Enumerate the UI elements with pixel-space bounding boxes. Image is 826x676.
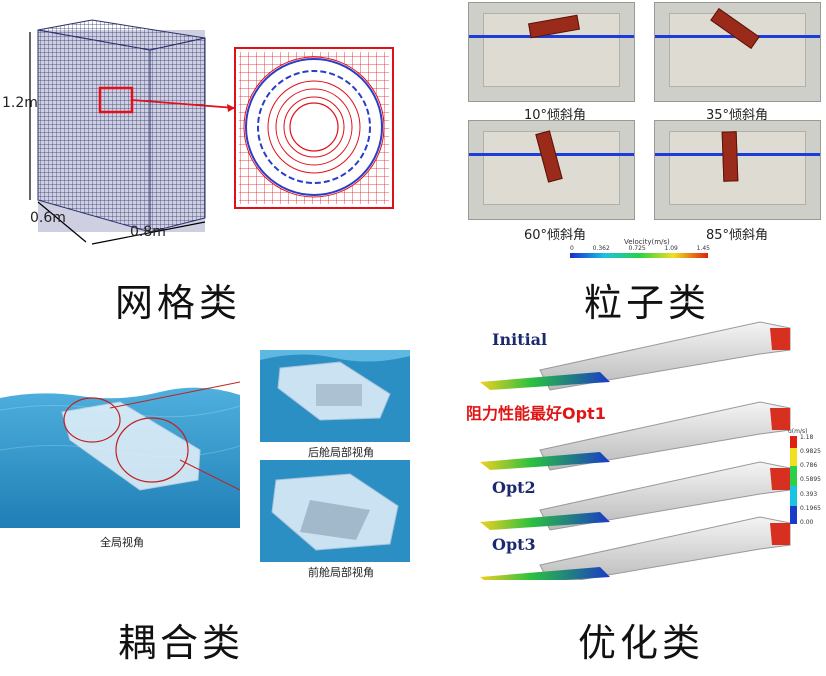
optimization-quadrant: Initial 阻力性能最好Opt1 Opt2 Opt3 u(m/s) 1.18… <box>460 320 826 676</box>
u-tick: 0.1965 <box>800 504 821 512</box>
u-tick: 0.393 <box>800 490 818 498</box>
particle-quadrant: 10°倾斜角 35°倾斜角 60°倾斜角 85°倾斜角 Velocity(m/s… <box>466 0 826 325</box>
velocity-tick: 0 <box>570 245 574 252</box>
u-tick: 0.00 <box>800 518 814 526</box>
velocity-tick: 1.09 <box>664 245 678 252</box>
mesh-depth-label: 0.6m <box>30 210 66 226</box>
velocity-tick: 0.725 <box>628 245 646 252</box>
particle-panel-60 <box>468 120 635 220</box>
particle-label-10: 10°倾斜角 <box>524 108 587 123</box>
particle-category-title: 粒子类 <box>584 281 711 325</box>
stern-view-label: 后舱局部视角 <box>308 446 374 459</box>
hull-label-opt1: 阻力性能最好Opt1 <box>466 404 606 423</box>
velocity-colorbar-title: Velocity(m/s) <box>624 238 670 246</box>
velocity-tick: 0.362 <box>592 245 610 252</box>
velocity-colorbar <box>570 253 708 258</box>
coupling-category-title: 耦合类 <box>118 621 245 665</box>
u-tick: 0.786 <box>800 462 818 470</box>
bow-view-label: 前舱局部视角 <box>308 566 374 579</box>
hull-label-opt2: Opt2 <box>492 478 536 497</box>
hull-label-initial: Initial <box>492 330 548 349</box>
particle-label-35: 35°倾斜角 <box>706 108 769 123</box>
global-view-label: 全局视角 <box>100 536 144 549</box>
u-colorbar-title: u(m/s) <box>788 428 808 435</box>
mesh-height-label: 1.2m <box>2 95 38 111</box>
particle-label-60: 60°倾斜角 <box>524 228 587 243</box>
u-colorbar-ticks: 1.18 0.9825 0.786 0.5895 0.393 0.1965 0.… <box>800 434 821 526</box>
optimization-hulls <box>480 321 797 580</box>
coupling-quadrant: 全局视角 后舱局部视角 前舱局部视角 耦合类 <box>0 340 420 676</box>
particle-panel-85 <box>654 120 821 220</box>
particle-label-85: 85°倾斜角 <box>706 228 769 243</box>
mesh-quadrant: 1.2m 0.6m 0.8m 网格类 <box>0 0 410 325</box>
particle-panel-10 <box>468 2 635 102</box>
velocity-tick: 1.45 <box>696 245 710 252</box>
mesh-box-figure <box>29 19 394 245</box>
particle-panel-35 <box>654 2 821 102</box>
u-tick: 0.5895 <box>800 476 821 484</box>
coupling-stern-view <box>260 350 410 442</box>
mesh-width-label: 0.8m <box>130 224 166 240</box>
u-tick: 0.9825 <box>800 448 821 456</box>
velocity-colorbar-ticks: 0 0.362 0.725 1.09 1.45 <box>570 245 710 252</box>
mesh-category-title: 网格类 <box>115 281 242 325</box>
hull-label-opt3: Opt3 <box>492 535 536 554</box>
optimization-category-title: 优化类 <box>578 621 705 665</box>
u-tick: 1.18 <box>800 434 814 441</box>
coupling-bow-view <box>260 460 410 562</box>
coupling-global-view <box>0 381 240 528</box>
